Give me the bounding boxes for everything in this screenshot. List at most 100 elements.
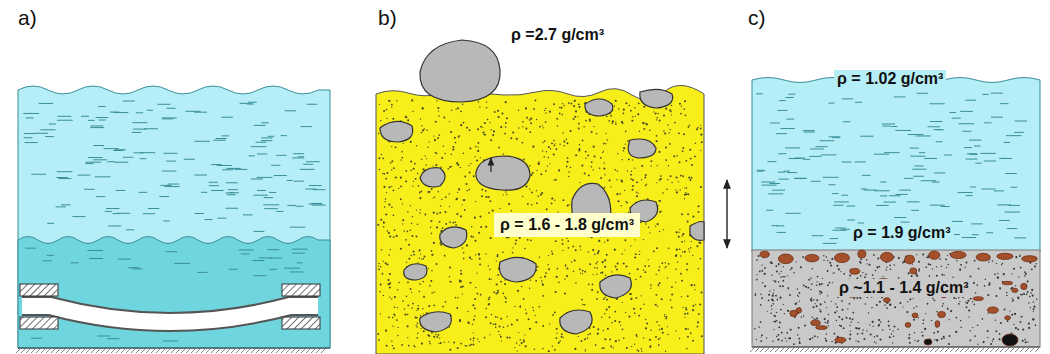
grain-dot <box>550 148 552 150</box>
grain-dot <box>525 127 527 129</box>
water-dash <box>783 171 789 172</box>
water-dash <box>123 157 133 158</box>
grain-dot <box>479 258 481 260</box>
grain-dot <box>639 131 640 132</box>
grain-dot <box>574 100 576 102</box>
water-dash <box>281 135 287 136</box>
grain-dot <box>388 283 390 285</box>
grain-dot <box>475 287 476 288</box>
grain-dot <box>547 264 548 265</box>
grain-dot <box>635 115 636 116</box>
grain-dot <box>872 321 874 323</box>
ground-tick <box>36 349 40 353</box>
grain-dot <box>405 170 407 172</box>
grain-dot <box>622 159 623 160</box>
water-dash <box>270 258 282 259</box>
water-dash <box>133 268 143 269</box>
grain-dot <box>497 317 498 318</box>
grain-dot <box>552 345 553 346</box>
grain-dot <box>387 279 389 281</box>
grain-dot <box>417 308 419 310</box>
grain-dot <box>692 215 694 217</box>
grain-dot <box>462 286 464 288</box>
water-dash <box>268 136 275 137</box>
grain-dot <box>378 157 380 159</box>
grain-dot <box>545 170 547 172</box>
grain-dot <box>562 132 563 133</box>
water-dash <box>148 208 160 209</box>
grain-dot <box>466 127 468 129</box>
grain-dot <box>641 348 642 349</box>
grain-dot <box>635 279 637 281</box>
water-dash <box>928 126 941 127</box>
grain-dot <box>604 266 606 268</box>
grain-dot <box>410 255 412 257</box>
water-dash <box>58 116 72 117</box>
grain-dot <box>433 211 435 213</box>
grain-dot <box>419 192 421 194</box>
grain-dot <box>566 275 568 277</box>
grain-dot <box>618 339 620 341</box>
grain-dot <box>417 333 419 335</box>
grain-dot <box>478 232 480 234</box>
grain-dot <box>776 271 778 273</box>
grain-dot <box>619 321 621 323</box>
water-dashes <box>756 93 1027 243</box>
grain-dot <box>506 194 507 195</box>
grain-dot <box>444 342 445 343</box>
grain-dot <box>377 333 379 335</box>
grain-dot <box>436 100 437 101</box>
grain-dot <box>556 118 557 119</box>
ground-tick <box>206 349 210 353</box>
grain-dot <box>1032 319 1034 321</box>
grain-dot <box>668 247 670 249</box>
water-dash <box>253 195 267 196</box>
water-dash <box>901 222 910 223</box>
grain-dot <box>536 190 537 191</box>
grain-dot <box>545 121 547 123</box>
grain-dot <box>551 251 553 253</box>
grain-dot <box>760 340 762 342</box>
grain-dot <box>386 192 387 193</box>
grain-dot <box>423 258 425 260</box>
grain-dot <box>426 158 427 159</box>
grain-dot <box>845 317 847 319</box>
grain-dot <box>701 292 703 294</box>
grain-dot <box>390 249 391 250</box>
grain-dot <box>553 179 554 180</box>
water-dash <box>216 138 227 139</box>
grain-dot <box>476 159 478 161</box>
grain-dot <box>626 347 628 349</box>
grain-dot <box>393 236 395 238</box>
water-dash <box>921 180 937 181</box>
water-dash <box>267 249 279 250</box>
water-dash <box>780 128 794 129</box>
grain-dot <box>485 190 487 192</box>
grain-dot <box>695 143 697 145</box>
grain-dot <box>521 342 523 344</box>
water-dash <box>991 117 1003 118</box>
grain-dot <box>578 128 580 130</box>
grain-dot <box>422 108 424 110</box>
grain-dot <box>424 128 426 130</box>
grain-dot <box>548 146 550 148</box>
water-dash <box>40 129 55 130</box>
grain-dot <box>604 259 606 261</box>
grain-dot <box>686 263 688 265</box>
grain-dot <box>412 216 413 217</box>
water-dash <box>139 192 148 193</box>
grain-dot <box>632 189 634 191</box>
water-dash <box>812 235 824 236</box>
grain-dot <box>405 181 406 182</box>
grain-dot <box>637 192 638 193</box>
grain-dot <box>697 127 698 128</box>
grain-dot <box>400 186 402 188</box>
grain-dot <box>515 243 517 245</box>
grain-dot <box>580 249 581 250</box>
grain-dot <box>685 114 687 116</box>
grain-dot <box>525 312 527 314</box>
water-dash <box>842 98 853 99</box>
grain-dot <box>506 117 508 119</box>
grain-dot <box>396 235 398 237</box>
grain-dot <box>689 179 691 181</box>
